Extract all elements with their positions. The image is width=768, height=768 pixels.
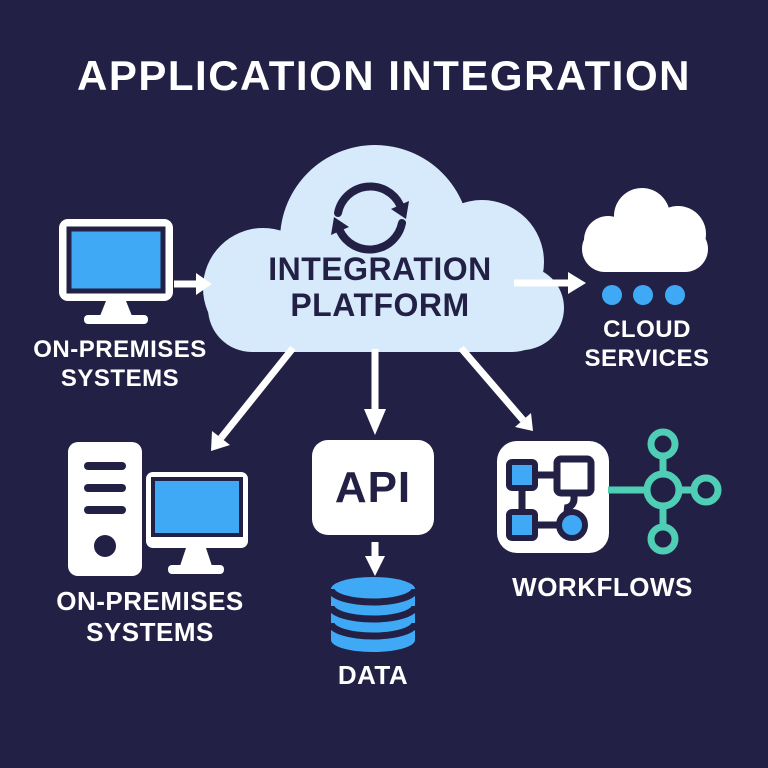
arrow-api-to-data bbox=[365, 542, 385, 576]
integration-platform-label: INTEGRATION PLATFORM bbox=[268, 251, 492, 323]
cloud-services-label: CLOUD SERVICES bbox=[584, 316, 710, 372]
data-label: DATA bbox=[337, 660, 409, 690]
arrow-platform-to-cloud bbox=[514, 272, 586, 294]
arrow-platform-to-onprem-bottom bbox=[211, 345, 296, 451]
arrow-platform-to-api bbox=[364, 349, 386, 435]
flowchart-icon bbox=[506, 455, 595, 541]
desktop-monitor-icon bbox=[59, 219, 173, 324]
on-premises-bottom-label: ON-PREMISES SYSTEMS bbox=[56, 586, 244, 648]
workflow-card bbox=[497, 441, 609, 553]
cloud-icon bbox=[582, 188, 708, 272]
network-nodes-icon bbox=[608, 428, 722, 555]
api-box: API bbox=[312, 440, 434, 535]
database-cylinder-icon bbox=[329, 577, 417, 652]
workflows-label: WORKFLOWS bbox=[512, 572, 693, 602]
server-tower-and-monitor-icon bbox=[68, 442, 248, 576]
arrow-onprem-to-platform bbox=[174, 273, 212, 295]
sync-icon bbox=[331, 182, 409, 254]
on-premises-top-label: ON-PREMISES SYSTEMS bbox=[33, 336, 207, 392]
integration-platform-cloud-shape bbox=[203, 145, 564, 352]
cloud-dots-icon bbox=[602, 285, 685, 305]
page-title: APPLICATION INTEGRATION bbox=[77, 52, 691, 99]
api-label: API bbox=[334, 462, 412, 512]
arrow-platform-to-workflows bbox=[458, 345, 533, 431]
